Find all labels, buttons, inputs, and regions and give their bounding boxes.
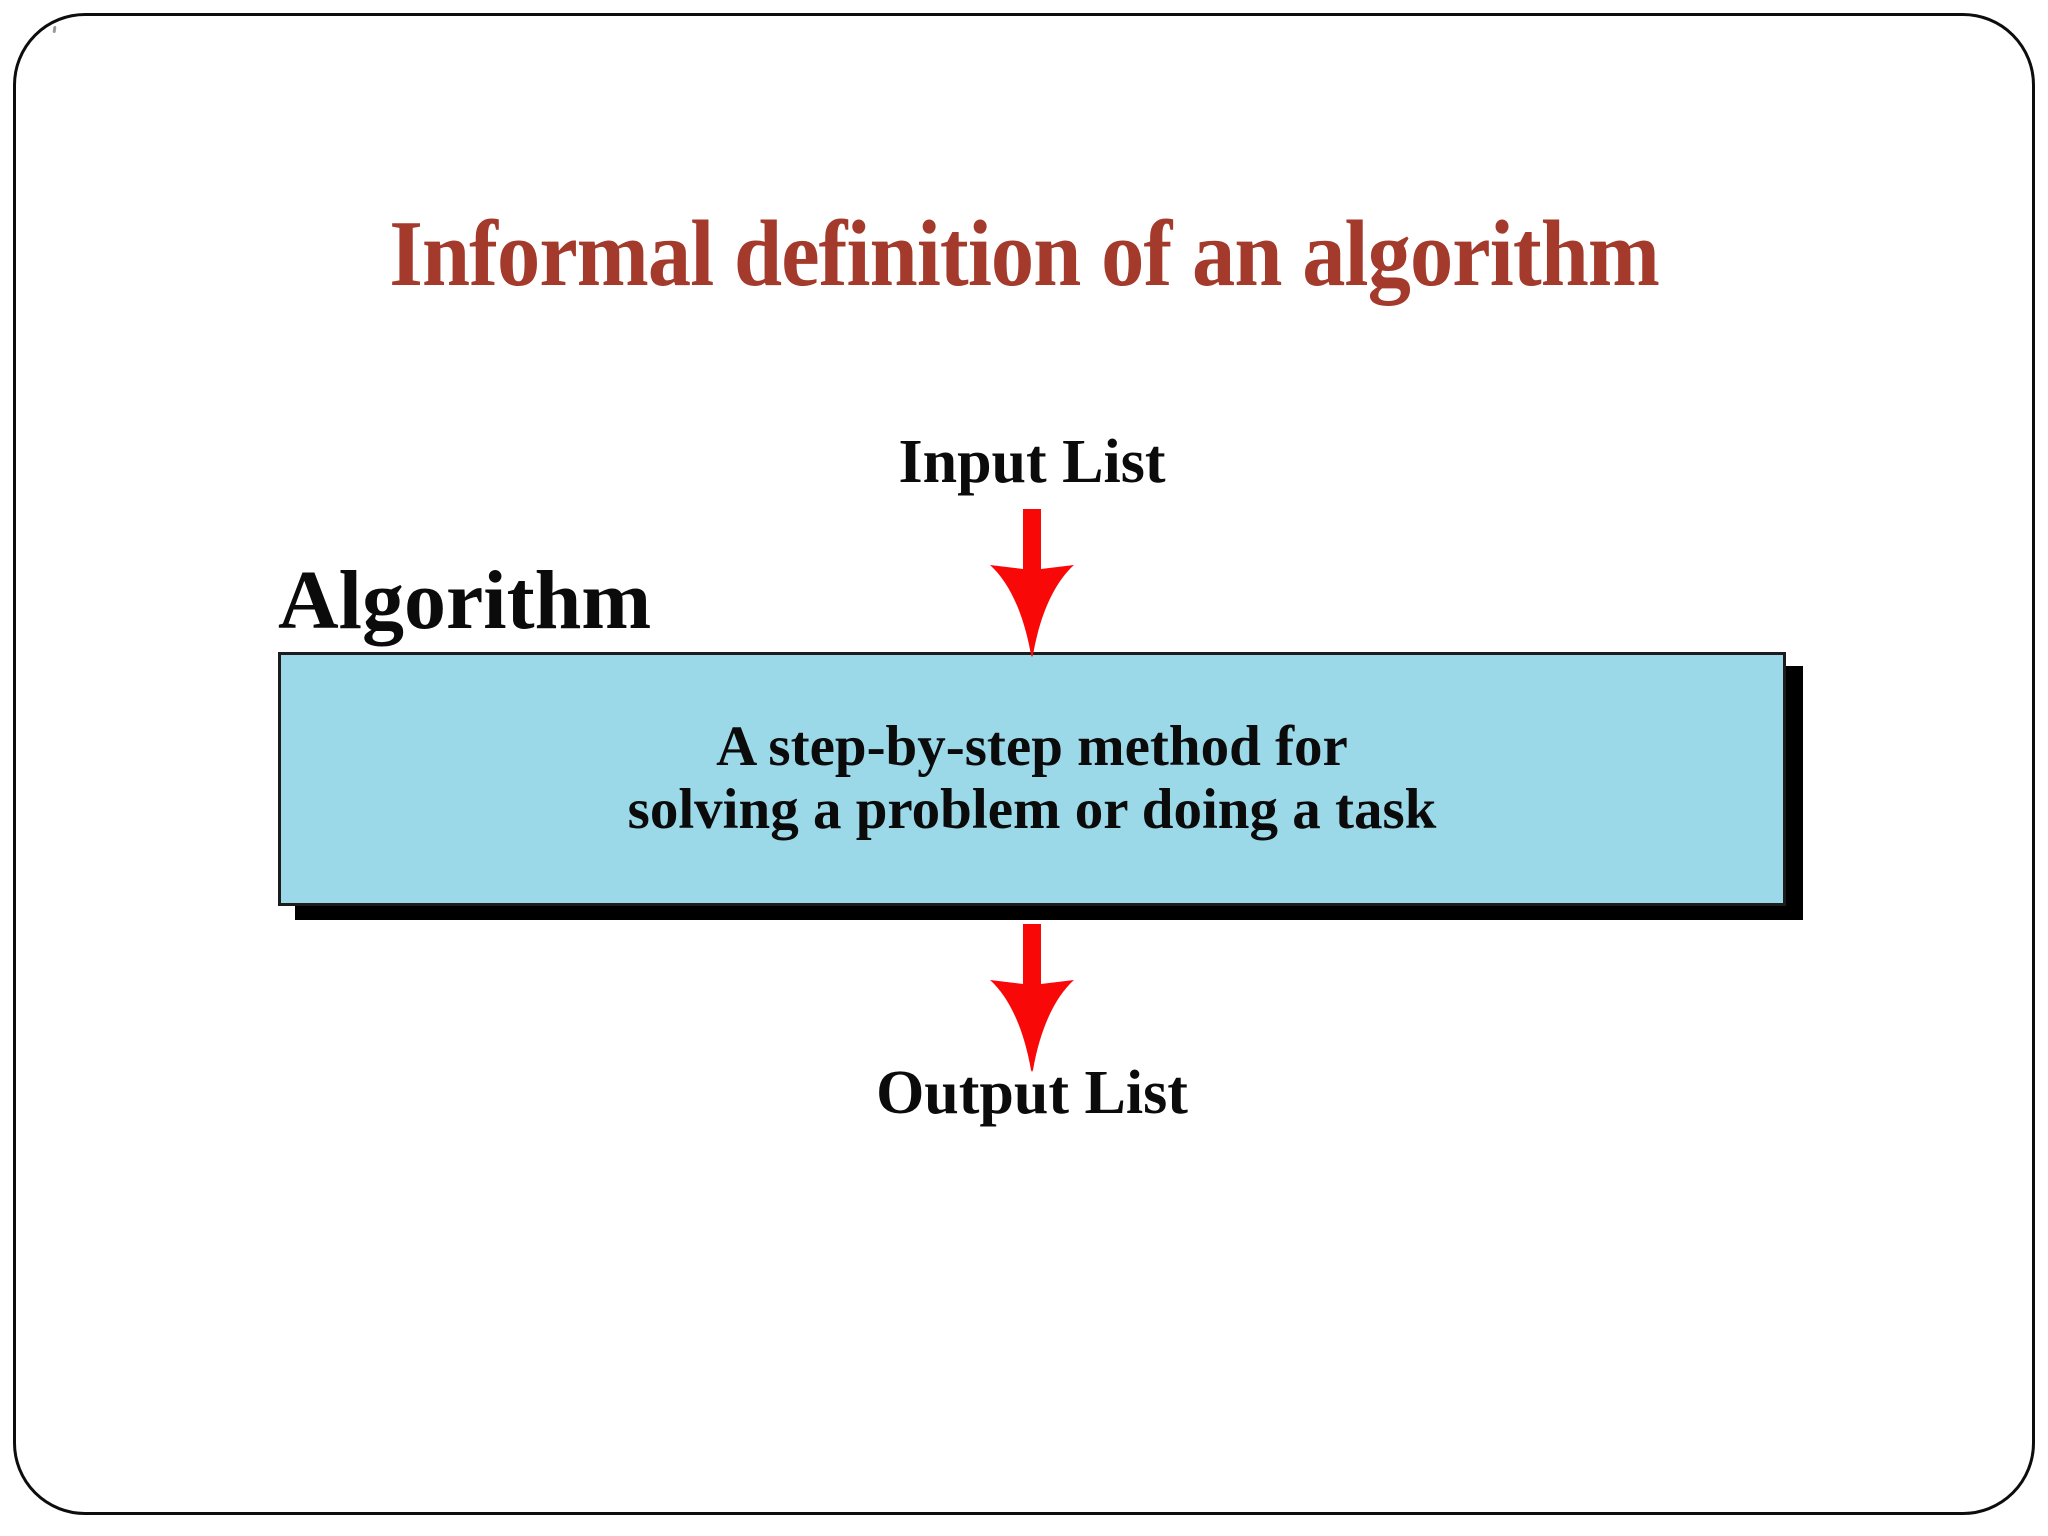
down-arrow-icon xyxy=(990,924,1074,1072)
input-list-label: Input List xyxy=(898,428,1166,496)
corner-speck xyxy=(52,25,57,34)
algorithm-box-line1: A step-by-step method for xyxy=(716,715,1348,779)
algorithm-box-line2: solving a problem or doing a task xyxy=(627,778,1437,841)
down-arrow-shape xyxy=(990,509,1074,657)
slide-title-text: Informal definition of an algorithm xyxy=(389,202,1660,306)
output-list-label: Output List xyxy=(876,1059,1188,1127)
algorithm-box: A step-by-step method for solving a prob… xyxy=(278,652,1786,906)
slide-frame: Informal definition of an algorithm Inpu… xyxy=(13,13,2035,1515)
algorithm-label: Algorithm xyxy=(278,554,652,647)
down-arrow-shape xyxy=(990,924,1074,1072)
down-arrow-icon xyxy=(990,509,1074,657)
slide-title: Informal definition of an algorithm xyxy=(16,207,2032,301)
